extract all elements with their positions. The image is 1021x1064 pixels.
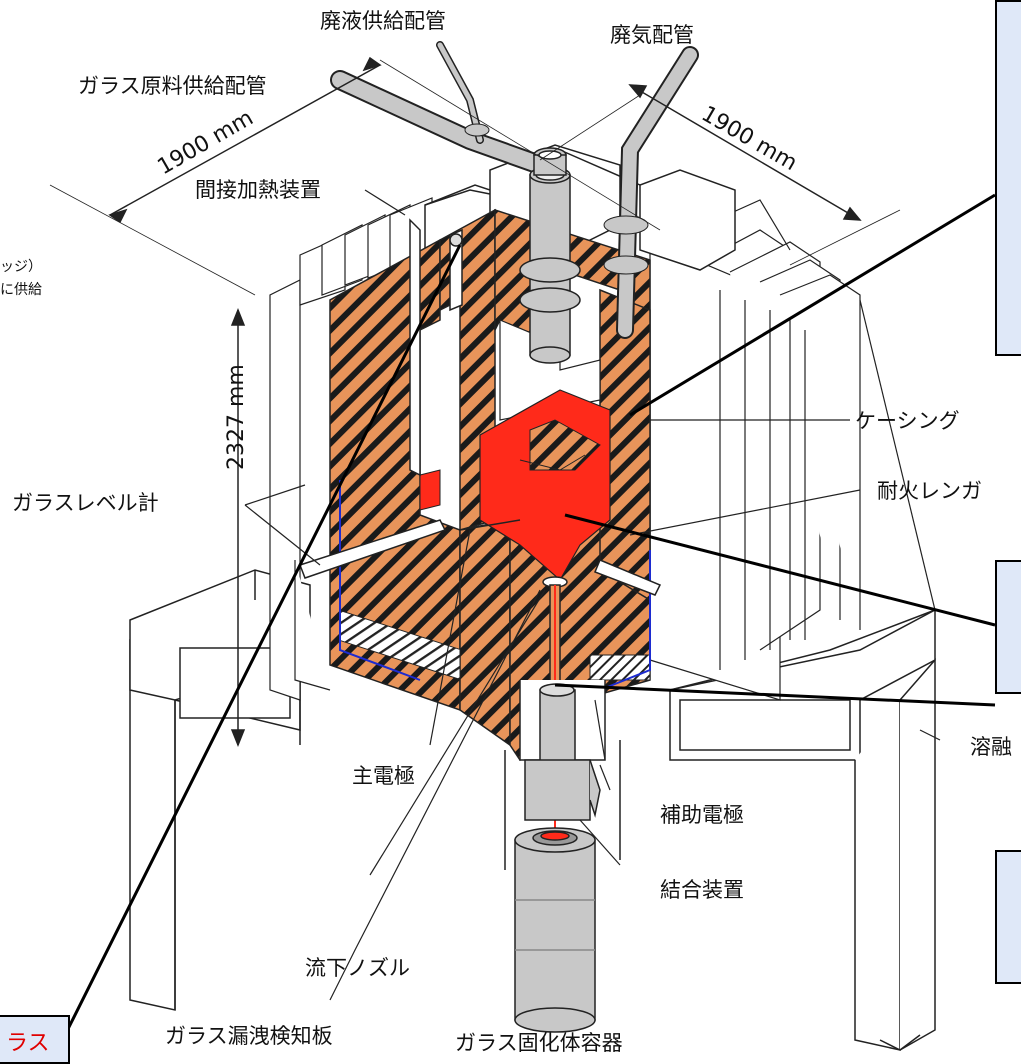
- label-refractory: 耐火レンガ: [877, 479, 982, 503]
- waste-liquid-pipe: [436, 41, 490, 144]
- callout-bottom-left-text: ラス: [6, 1031, 50, 1056]
- level-gauge-tubes: [299, 519, 662, 596]
- label-nozzle: 流下ノズル: [305, 956, 410, 980]
- dim-height: 2327 mm: [224, 364, 249, 470]
- label-glass-feed-pipe: ガラス原料供給配管: [78, 74, 267, 98]
- glass-feed-pipe: [330, 70, 550, 175]
- label-off-gas-pipe: 廃気配管: [610, 23, 694, 47]
- molten-glass-left: [419, 469, 441, 511]
- dim-width-left: 1900 mm: [154, 106, 258, 181]
- callout-box-bottom-left: ラス: [0, 1015, 70, 1064]
- label-casing: ケーシング: [855, 409, 960, 433]
- off-gas-pipe: [603, 46, 699, 339]
- bottom-lining-right: [589, 654, 651, 681]
- glass-container: [514, 827, 596, 1033]
- label-melter-partial: 溶融: [970, 735, 1012, 759]
- label-coupling: 結合装置: [660, 878, 744, 902]
- label-indirect-heater: 間接加熱装置: [195, 178, 321, 202]
- nozzle-assembly: [519, 576, 606, 860]
- label-leaders: [244, 189, 941, 1001]
- callout-box-top-right: [995, 0, 1021, 356]
- label-left-note-1: ッジ）: [0, 259, 42, 275]
- label-main-electrode: 主電極: [352, 764, 415, 788]
- callout-pointers: [58, 193, 996, 1046]
- label-aux-electrode: 補助電極: [660, 803, 744, 827]
- label-leak-detector: ガラス漏洩検知板: [165, 1024, 333, 1048]
- support-frame: [129, 569, 936, 1051]
- callout-box-middle-right: [995, 560, 1021, 694]
- callout-box-lower-right: [995, 850, 1021, 984]
- dimension-lines: [49, 56, 901, 748]
- dim-width-right: 1900 mm: [697, 102, 801, 177]
- label-waste-liquid-pipe: 廃液供給配管: [320, 9, 446, 33]
- label-glass-level-gauge: ガラスレベル計: [12, 491, 159, 515]
- feed-column: [519, 147, 581, 364]
- label-container: ガラス固化体容器: [455, 1031, 623, 1055]
- label-left-note-2: に供給: [0, 282, 42, 298]
- electrode-block: [529, 419, 601, 471]
- cooling-fins-right: [649, 199, 936, 701]
